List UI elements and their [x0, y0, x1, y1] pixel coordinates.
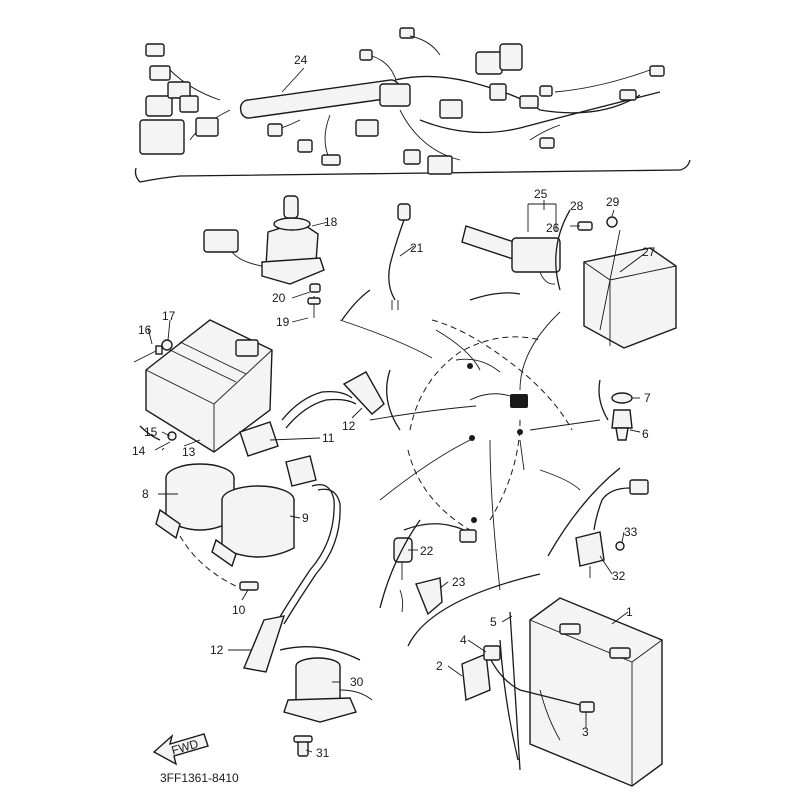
main-switch: [203, 195, 325, 318]
sensor-lead: [388, 203, 411, 310]
callout-17: 17: [162, 309, 176, 323]
callout-29: 29: [606, 195, 620, 209]
callout-23: 23: [452, 575, 466, 589]
callout-9: 9: [302, 511, 309, 525]
callout-3: 3: [582, 725, 589, 739]
fwd-label: FWD: [170, 737, 200, 758]
callout-31: 31: [316, 746, 330, 760]
callout-8: 8: [142, 487, 149, 501]
callout-labels: 1 2 3 4 5 6 7 8 9 10 11 12 12 13 14 15 1…: [132, 53, 656, 760]
callout-5: 5: [490, 615, 497, 629]
callout-27: 27: [642, 245, 656, 259]
starter-relay: [283, 657, 373, 757]
callout-30: 30: [350, 675, 364, 689]
callout-18: 18: [324, 215, 338, 229]
callout-32: 32: [612, 569, 626, 583]
wire-harness: [134, 27, 691, 183]
callout-26: 26: [546, 221, 560, 235]
ignition-coils: [155, 421, 317, 591]
coil-cover: [133, 319, 273, 453]
callout-10: 10: [232, 603, 246, 617]
frame-sketch: [407, 319, 573, 531]
callout-2: 2: [436, 659, 443, 673]
callout-24: 24: [294, 53, 308, 67]
callout-14: 14: [132, 444, 146, 458]
group-boundaries: [139, 209, 621, 661]
callout-leaders: [147, 67, 645, 753]
callout-22: 22: [420, 544, 434, 558]
callout-6: 6: [642, 427, 649, 441]
callout-21: 21: [410, 241, 424, 255]
fwd-arrow: FWD: [152, 733, 209, 766]
callout-25: 25: [534, 187, 548, 201]
callout-13: 13: [182, 445, 196, 459]
callout-33: 33: [624, 525, 638, 539]
callout-7: 7: [644, 391, 651, 405]
callout-12-upper: 12: [342, 419, 356, 433]
part-number-code: 3FF1361-8410: [160, 771, 239, 785]
control-unit: [577, 216, 677, 349]
callout-1: 1: [626, 605, 633, 619]
battery: [461, 597, 663, 787]
plug-caps: [243, 371, 385, 673]
callout-12-lower: 12: [210, 643, 224, 657]
sidestand-switch: [393, 523, 477, 616]
neutral-switch: [611, 392, 633, 441]
callout-20: 20: [272, 291, 286, 305]
callout-28: 28: [570, 199, 584, 213]
callout-15: 15: [144, 425, 158, 439]
relay-unit: [461, 203, 561, 285]
callout-16: 16: [138, 323, 152, 337]
callout-4: 4: [460, 633, 467, 647]
stop-switch: [575, 479, 649, 578]
callout-11: 11: [322, 431, 335, 445]
callout-19: 19: [276, 315, 290, 329]
